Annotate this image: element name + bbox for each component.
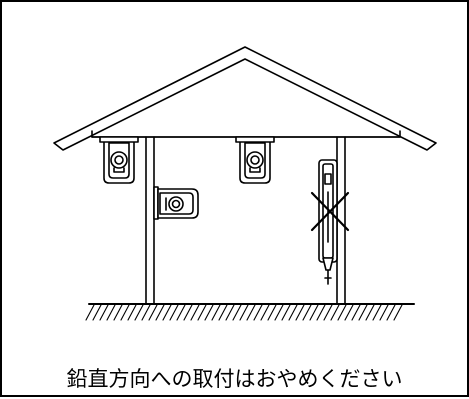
ground-hatch-line bbox=[183, 304, 193, 321]
ground bbox=[85, 303, 415, 321]
ground-hatch-line bbox=[92, 304, 102, 321]
ground-hatch-line bbox=[330, 304, 340, 321]
ground-hatch-line bbox=[127, 304, 137, 321]
ground-hatch-line bbox=[302, 304, 312, 321]
ground-hatch-line bbox=[190, 304, 200, 321]
ground-hatch-line bbox=[232, 304, 242, 321]
caption-text: 鉛直方向への取付はおやめください bbox=[66, 367, 403, 391]
ground-hatch-line bbox=[99, 304, 109, 321]
ground-hatch-line bbox=[295, 304, 305, 321]
prohibited-cross-icon bbox=[310, 191, 350, 232]
ground-hatch-line bbox=[393, 304, 403, 321]
ground-hatch-line bbox=[337, 304, 347, 321]
ground-hatch-line bbox=[169, 304, 179, 321]
ground-hatch-line bbox=[253, 304, 263, 321]
ground-hatch-line bbox=[386, 304, 396, 321]
camera-icon bbox=[99, 136, 139, 184]
ground-hatch-line bbox=[246, 304, 256, 321]
ground-hatch-line bbox=[316, 304, 326, 321]
ground-hatch-line bbox=[281, 304, 291, 321]
ground-hatch-line bbox=[344, 304, 354, 321]
ground-hatch-line bbox=[358, 304, 368, 321]
ground-hatch-line bbox=[267, 304, 277, 321]
ground-hatch-line bbox=[106, 304, 116, 321]
ground-hatch-line bbox=[148, 304, 158, 321]
ground-hatch-line bbox=[309, 304, 319, 321]
ground-hatch-line bbox=[141, 304, 151, 321]
ground-hatch-line bbox=[85, 304, 95, 321]
ground-hatch-line bbox=[365, 304, 375, 321]
camera-icon bbox=[235, 136, 275, 184]
ground-hatch-line bbox=[113, 304, 123, 321]
ground-hatch-line bbox=[372, 304, 382, 321]
ground-hatch-line bbox=[155, 304, 165, 321]
roof bbox=[53, 46, 437, 151]
ground-hatch-line bbox=[239, 304, 249, 321]
ground-hatch-line bbox=[134, 304, 144, 321]
ground-hatch-line bbox=[260, 304, 270, 321]
ground-hatch-line bbox=[211, 304, 221, 321]
ground-hatch-line bbox=[162, 304, 172, 321]
camera-icon bbox=[153, 186, 199, 220]
ground-hatch-line bbox=[323, 304, 333, 321]
ground-hatch-line bbox=[351, 304, 361, 321]
ground-hatch-line bbox=[176, 304, 186, 321]
ground-hatch-line bbox=[288, 304, 298, 321]
ground-hatch-line bbox=[225, 304, 235, 321]
camera-icon bbox=[318, 159, 338, 285]
ground-hatch-line bbox=[218, 304, 228, 321]
ground-hatch-line bbox=[197, 304, 207, 321]
ground-hatch-line bbox=[204, 304, 214, 321]
ground-hatch-line bbox=[379, 304, 389, 321]
ground-hatch-line bbox=[120, 304, 130, 321]
ground-hatch-line bbox=[274, 304, 284, 321]
